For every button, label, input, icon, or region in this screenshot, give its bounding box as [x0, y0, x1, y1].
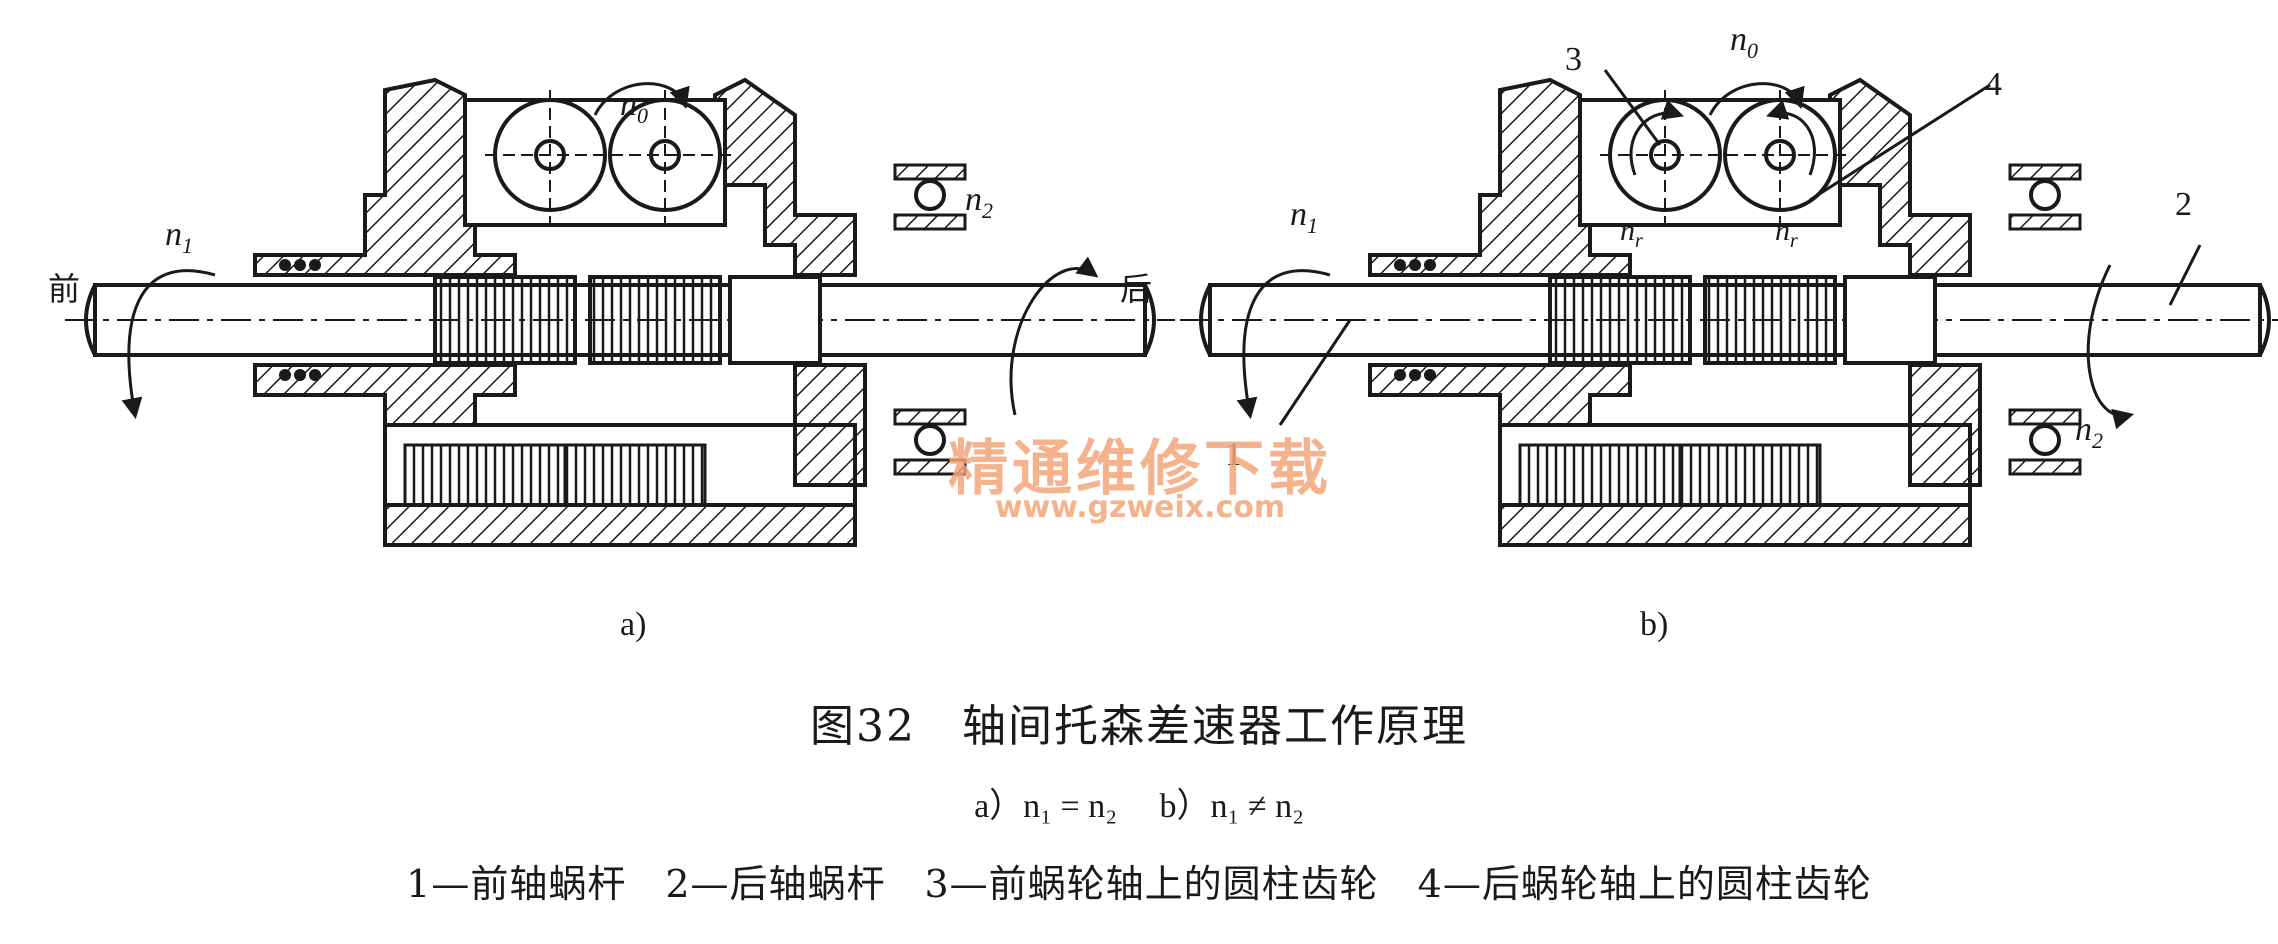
- diagram-a: [63, 78, 1177, 547]
- b-callout-4: 4: [1985, 66, 2002, 103]
- b-n2-label: n2: [2075, 411, 2103, 453]
- b-n0-label: n0: [1730, 21, 1758, 63]
- b-panel-label: b): [1640, 606, 1668, 643]
- a-n1-label: n1: [165, 216, 193, 258]
- watermark-url: www.gzweix.com: [994, 490, 1286, 525]
- b-callout-2: 2: [2175, 186, 2192, 223]
- a-panel-label: a): [620, 606, 646, 643]
- figure-title: 图32 轴间托森差速器工作原理: [810, 701, 1468, 752]
- b-n1-label: n1: [1290, 196, 1318, 238]
- b-callout-1: 1: [1225, 436, 1242, 473]
- watermark-text: 精通维修下载: [948, 434, 1332, 504]
- b-nr-right-label: nr: [1775, 214, 1798, 252]
- a-n2-label: n2: [965, 181, 993, 223]
- diagram-b: [1178, 69, 2278, 547]
- b-callout-3: 3: [1565, 41, 1582, 78]
- b-nr-left-label: nr: [1620, 214, 1643, 252]
- a-n0-label: n0: [620, 86, 648, 128]
- a-front-label: 前: [48, 271, 80, 307]
- a-rear-label: 后: [1120, 271, 1152, 307]
- figure-legend: 1—前轴蜗杆 2—后轴蜗杆 3—前蜗轮轴上的圆柱齿轮 4—后蜗轮轴上的圆柱齿轮: [406, 862, 1872, 906]
- figure-subtitle: a）n₁ = n₂ b）n₁ ≠ n₂: [974, 788, 1304, 825]
